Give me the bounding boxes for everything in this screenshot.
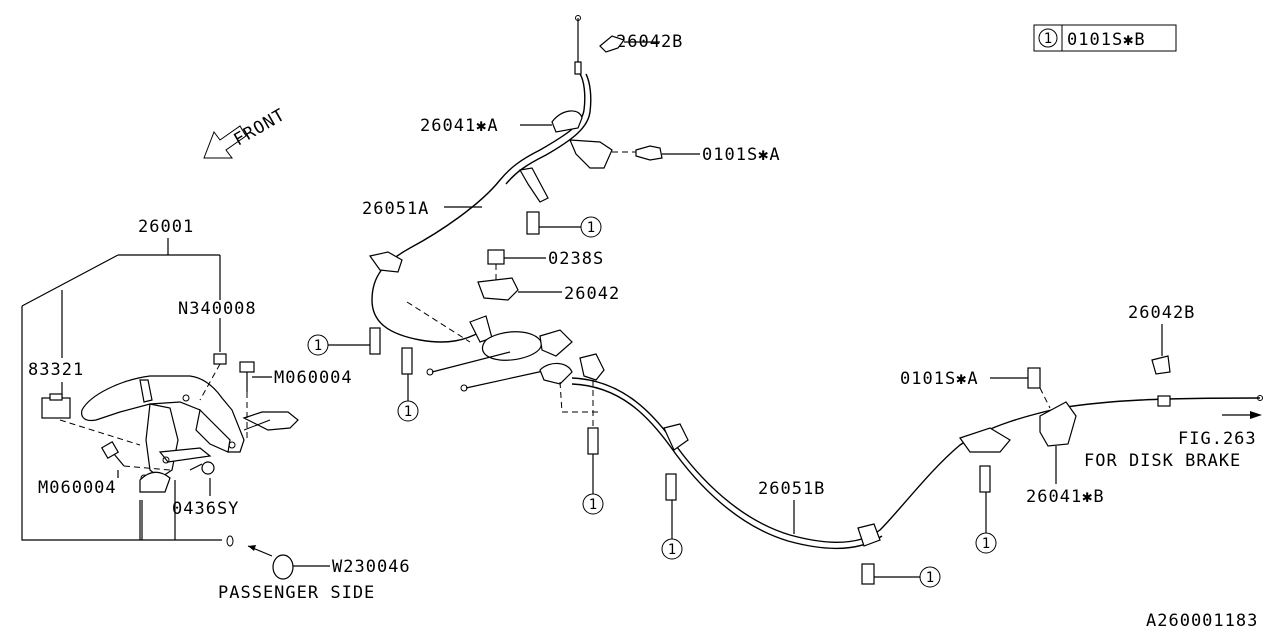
callout-n340008: N340008 [178, 299, 257, 319]
equalizer-bracket [426, 315, 598, 413]
svg-text:1: 1 [926, 570, 934, 586]
passenger-side-label: PASSENGER SIDE [218, 583, 375, 603]
assembly-bracket-26001: 26001 [21, 217, 222, 541]
marker-1-f: 1 [874, 566, 941, 588]
callout-0238s: 0238S [548, 249, 604, 269]
svg-text:1: 1 [314, 338, 322, 354]
callout-26042: 26042 [564, 284, 620, 304]
callout-m060004-top: M060004 [274, 368, 353, 388]
parking-brake-lever [41, 353, 299, 493]
svg-text:1: 1 [589, 497, 597, 513]
svg-text:1: 1 [668, 542, 676, 558]
front-label: FRONT [231, 105, 290, 150]
callout-26051b: 26051B [758, 479, 825, 499]
svg-text:1: 1 [982, 536, 990, 552]
callout-26051a: 26051A [362, 199, 429, 219]
callout-fig263: FIG.263 [1178, 429, 1257, 449]
legend-marker: 1 [1044, 31, 1052, 47]
marker-1-g: 1 [975, 492, 997, 554]
legend-text: 0101S✱B [1067, 30, 1146, 50]
cable-26051b [571, 353, 1263, 585]
callout-0436sy: 0436SY [172, 499, 239, 519]
reference-code: A260001183 [1146, 611, 1258, 631]
marker-1-b: 1 [307, 334, 370, 356]
cable-26051a [368, 15, 663, 375]
callout-26041a: 26041✱A [420, 116, 499, 136]
grommet-w230046: W230046 PASSENGER SIDE [218, 535, 411, 603]
callout-m060004-bottom: M060004 [38, 478, 117, 498]
legend-box: 1 0101S✱B [1033, 24, 1177, 52]
svg-text:1: 1 [587, 220, 595, 236]
marker-1-c: 1 [397, 374, 419, 422]
marker-1-e: 1 [661, 500, 683, 560]
svg-text:1: 1 [404, 404, 412, 420]
callout-26001: 26001 [138, 217, 194, 237]
callout-26041b: 26041✱B [1026, 487, 1105, 507]
callout-for-disk-brake: FOR DISK BRAKE [1084, 451, 1241, 471]
front-arrow: FRONT [203, 105, 290, 159]
callout-83321: 83321 [28, 360, 84, 380]
marker-1-d: 1 [582, 454, 604, 515]
callout-0101sa-right: 0101S✱A [900, 369, 979, 389]
callout-0101sa-top: 0101S✱A [702, 145, 781, 165]
callout-w230046: W230046 [332, 557, 411, 577]
clip-0238s-26042: 0238S 26042 [477, 249, 620, 304]
marker-1-a: 1 [539, 216, 602, 238]
callout-26042b-right: 26042B [1128, 303, 1195, 323]
